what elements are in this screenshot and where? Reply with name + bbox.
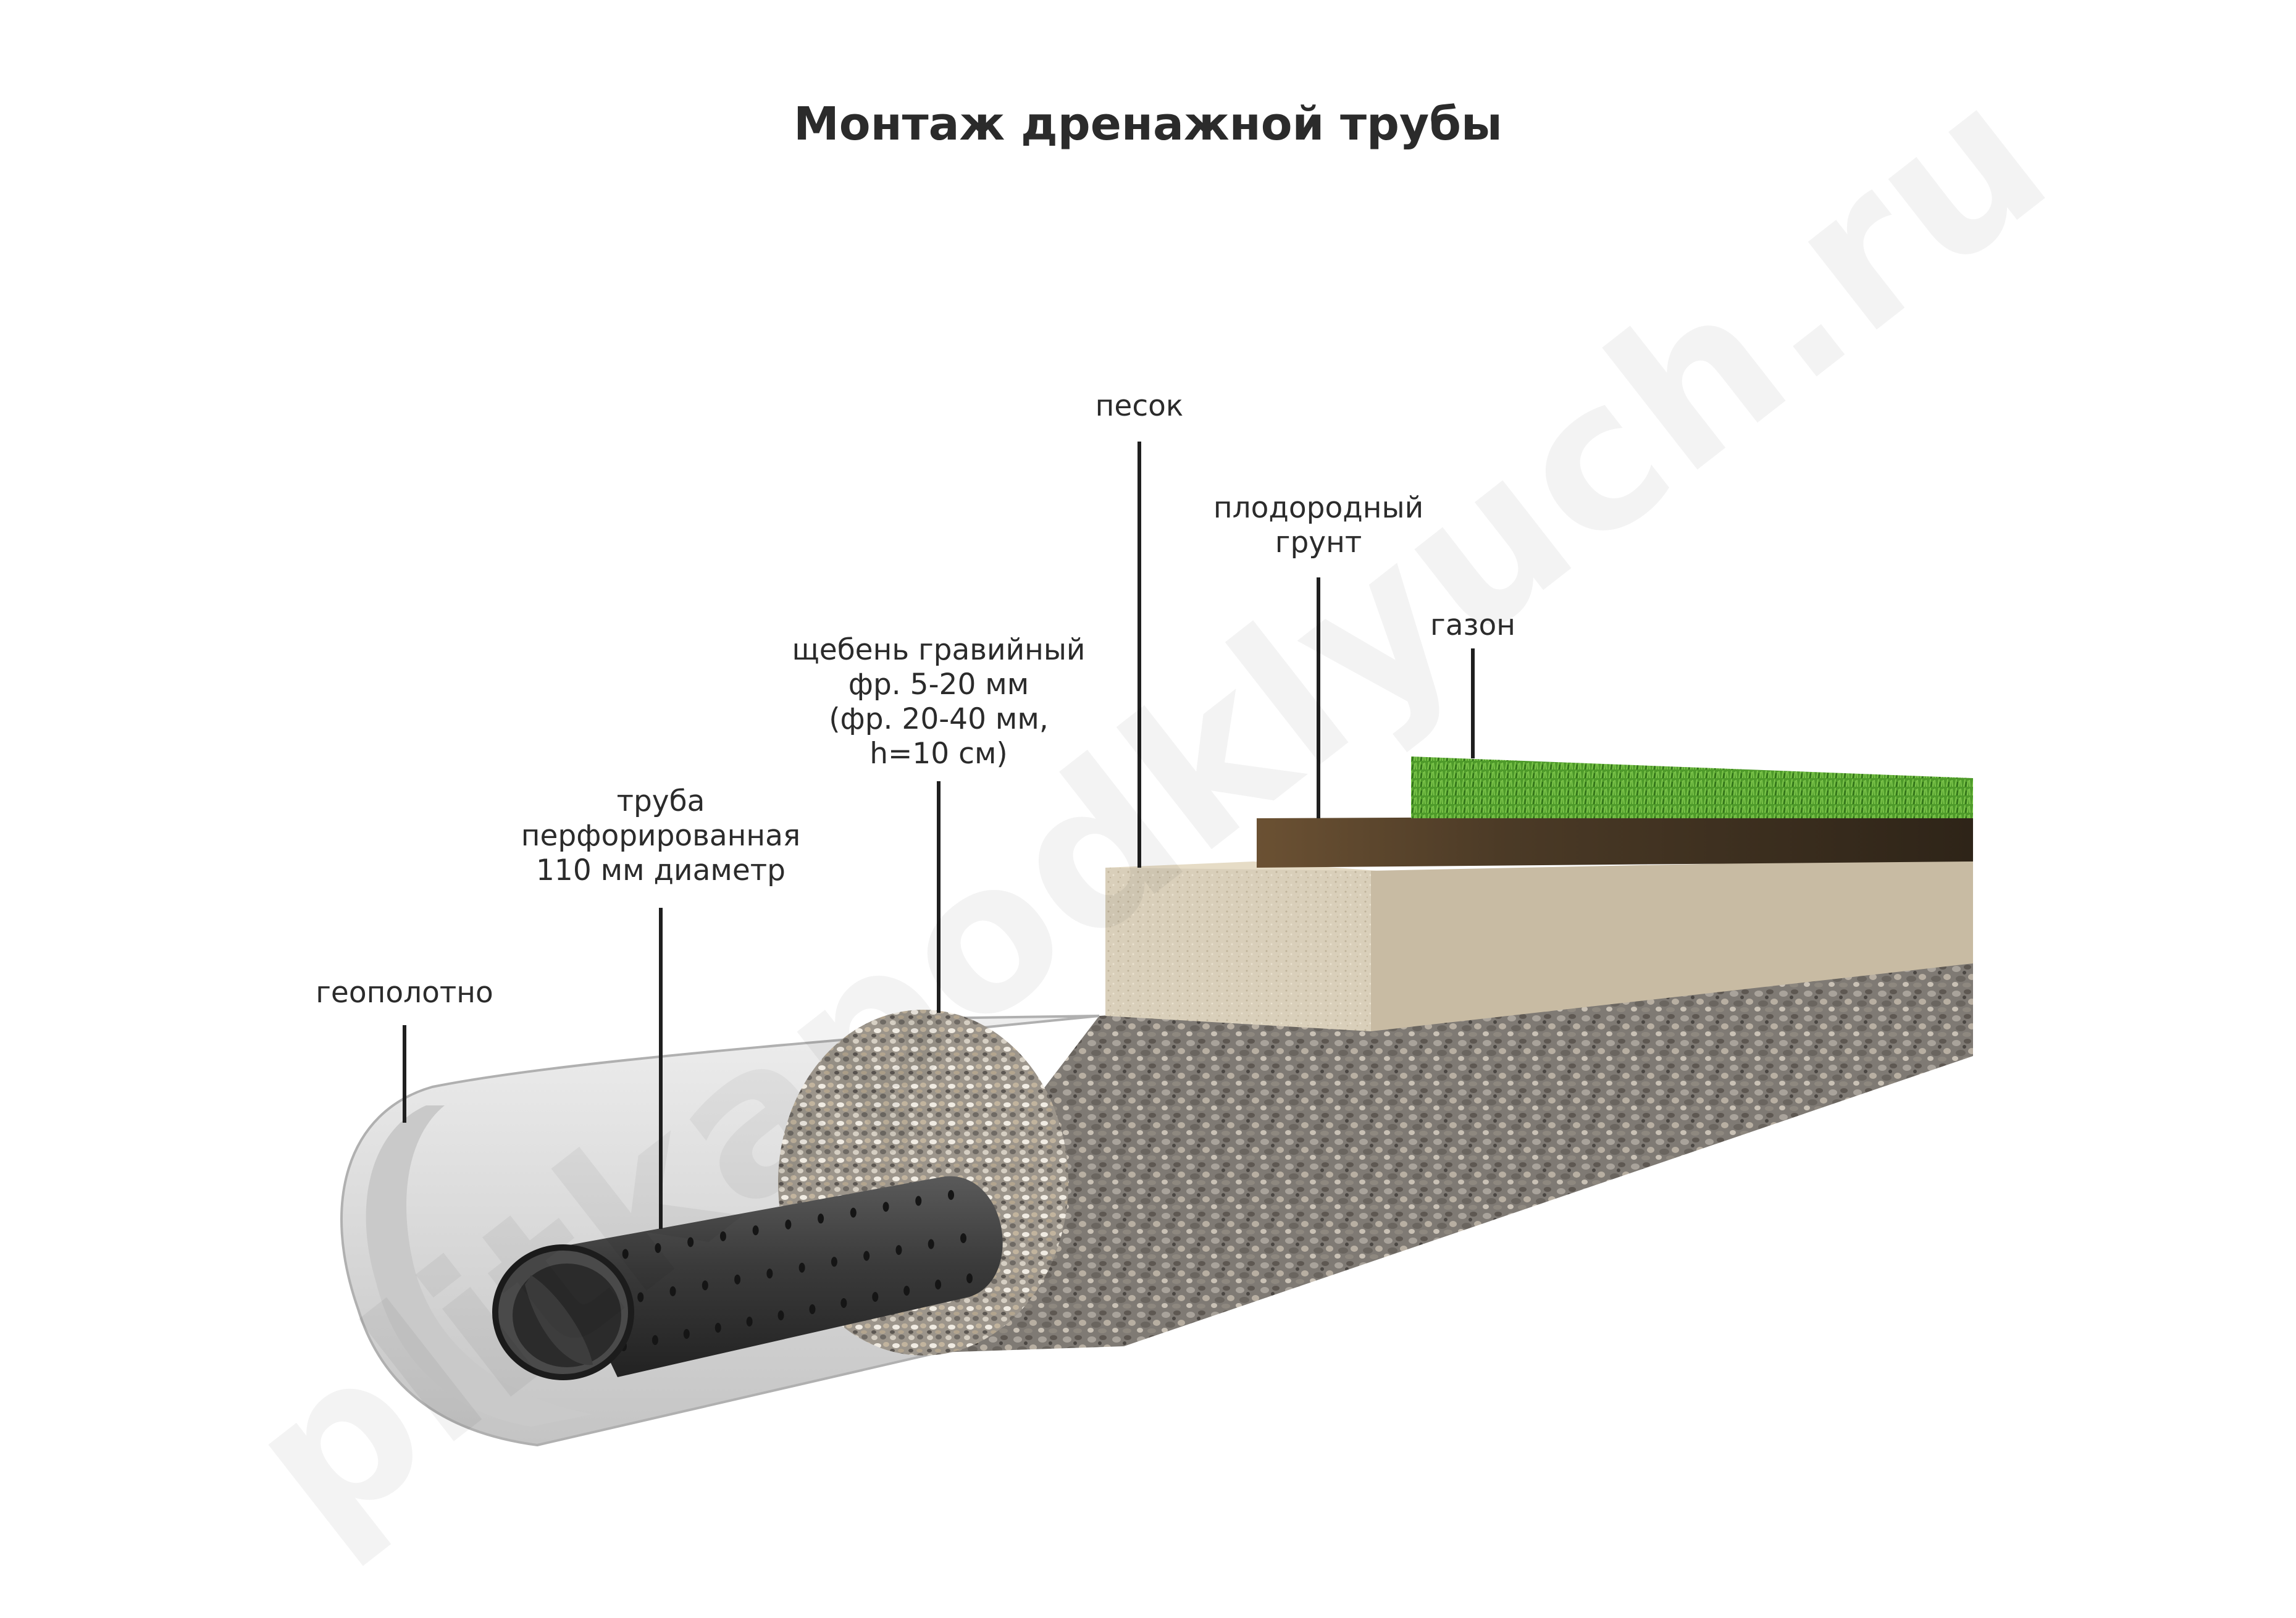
pipe-hole [903, 1286, 910, 1296]
label-pipe: труба перфорированная 110 мм диаметр [521, 784, 801, 887]
pipe-hole [798, 1262, 805, 1273]
label-gravel: щебень гравийный фр. 5-20 мм (фр. 20-40 … [792, 633, 1086, 771]
pipe-hole [863, 1251, 870, 1261]
pipe-hole [777, 1310, 784, 1320]
pipe-hole [687, 1237, 694, 1247]
pipe-hole [766, 1268, 773, 1279]
pipe-hole [935, 1280, 942, 1289]
pipe-hole [850, 1207, 857, 1218]
pipe-hole [746, 1317, 753, 1327]
gravel-bed [889, 963, 1973, 1352]
lawn-layer [1411, 757, 1973, 818]
pipe-hole [669, 1286, 676, 1296]
pipe-hole [915, 1196, 922, 1206]
pipe-hole [734, 1274, 741, 1285]
pipe-hole [622, 1249, 629, 1259]
geotextile-inner [366, 1105, 593, 1427]
fertile-soil-layer [1257, 815, 1973, 868]
pipe-hole [785, 1219, 792, 1230]
label-geotextile: геополотно [316, 976, 493, 1010]
label-fertile-soil: плодородный грунт [1213, 491, 1424, 560]
pipe-hole [966, 1273, 973, 1283]
pipe-hole [948, 1190, 954, 1200]
sand-layer-side [1371, 858, 1973, 1031]
diagram-title: Монтаж дренажной трубы [794, 98, 1502, 151]
pipe-hole [840, 1298, 847, 1308]
pipe-hole [752, 1225, 759, 1236]
pipe-hole [652, 1335, 658, 1345]
label-lawn: газон [1430, 608, 1515, 642]
pipe-hole [714, 1323, 721, 1333]
pipe-hole [809, 1304, 816, 1314]
pipe-hole [882, 1202, 889, 1212]
pipe-hole [872, 1292, 879, 1302]
label-sand: песок [1095, 389, 1184, 423]
pipe-hole [831, 1257, 837, 1267]
pipe-hole [928, 1239, 934, 1249]
pipe-hole [683, 1329, 690, 1339]
pipe-hole [960, 1233, 966, 1243]
pipe-hole [895, 1245, 902, 1255]
pipe-interior-shade [525, 1275, 593, 1365]
pipe-hole [702, 1280, 708, 1291]
pipe-hole [818, 1214, 824, 1224]
pipe-hole [637, 1292, 644, 1302]
pipe-hole [719, 1231, 726, 1241]
pipe-hole [655, 1243, 661, 1253]
drain-pipe [556, 1176, 1003, 1377]
sand-layer [1105, 868, 1371, 1031]
